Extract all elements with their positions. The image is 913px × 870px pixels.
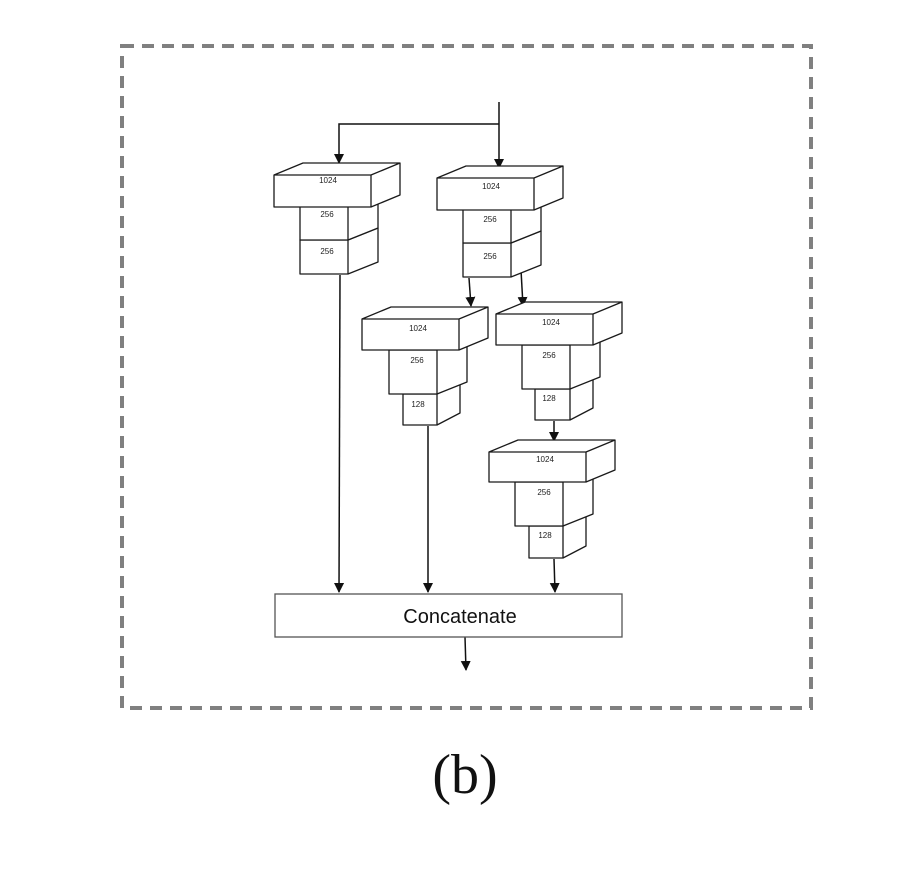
block2-to-block4-arrow (517, 269, 528, 307)
block3-label-128: 128 (411, 400, 425, 409)
dashed-module-frame (120, 44, 813, 710)
concat-output-arrow (460, 636, 471, 671)
input-to-left-branch-arrow (334, 123, 499, 164)
block2-layer1 (436, 165, 564, 211)
arrows (334, 102, 560, 671)
block5-label-256: 256 (537, 488, 551, 497)
block4-label-256: 256 (542, 351, 556, 360)
conv-block-5: 1024 256 128 (488, 439, 616, 559)
block1-label-1024: 1024 (319, 176, 337, 185)
block1-layer1 (273, 162, 401, 208)
concatenate-label: Concatenate (403, 606, 516, 628)
block3-label-256: 256 (410, 356, 424, 365)
block1-label-256-b: 256 (320, 247, 334, 256)
block1-label-256-a: 256 (320, 210, 334, 219)
block3-layer3 (402, 381, 461, 426)
block4-layer1 (495, 301, 623, 346)
conv-block-1: 1024 256 256 (273, 162, 401, 275)
block2-label-1024: 1024 (482, 182, 500, 191)
conv-block-3: 1024 256 128 (361, 306, 489, 426)
block4-label-128: 128 (542, 394, 556, 403)
block5-layer1 (488, 439, 616, 483)
block2-label-256-a: 256 (483, 215, 497, 224)
figure-caption: (b) (432, 744, 497, 806)
concatenate-box (274, 593, 623, 638)
block2-to-block3-arrow (465, 277, 476, 307)
block3-layer1 (361, 306, 489, 351)
block4-layer2 (521, 332, 601, 390)
conv-block-4: 1024 256 128 (495, 301, 623, 421)
block2-label-256-b: 256 (483, 252, 497, 261)
block5-label-128: 128 (538, 531, 552, 540)
block5-label-1024: 1024 (536, 455, 554, 464)
conv-block-2: 1024 256 256 (436, 165, 564, 278)
block4-label-1024: 1024 (542, 318, 560, 327)
block2-layer3 (462, 230, 542, 278)
block3-label-1024: 1024 (409, 324, 427, 333)
branch1-to-concat-arrow (334, 274, 345, 593)
block5-to-concat-arrow (549, 558, 560, 593)
